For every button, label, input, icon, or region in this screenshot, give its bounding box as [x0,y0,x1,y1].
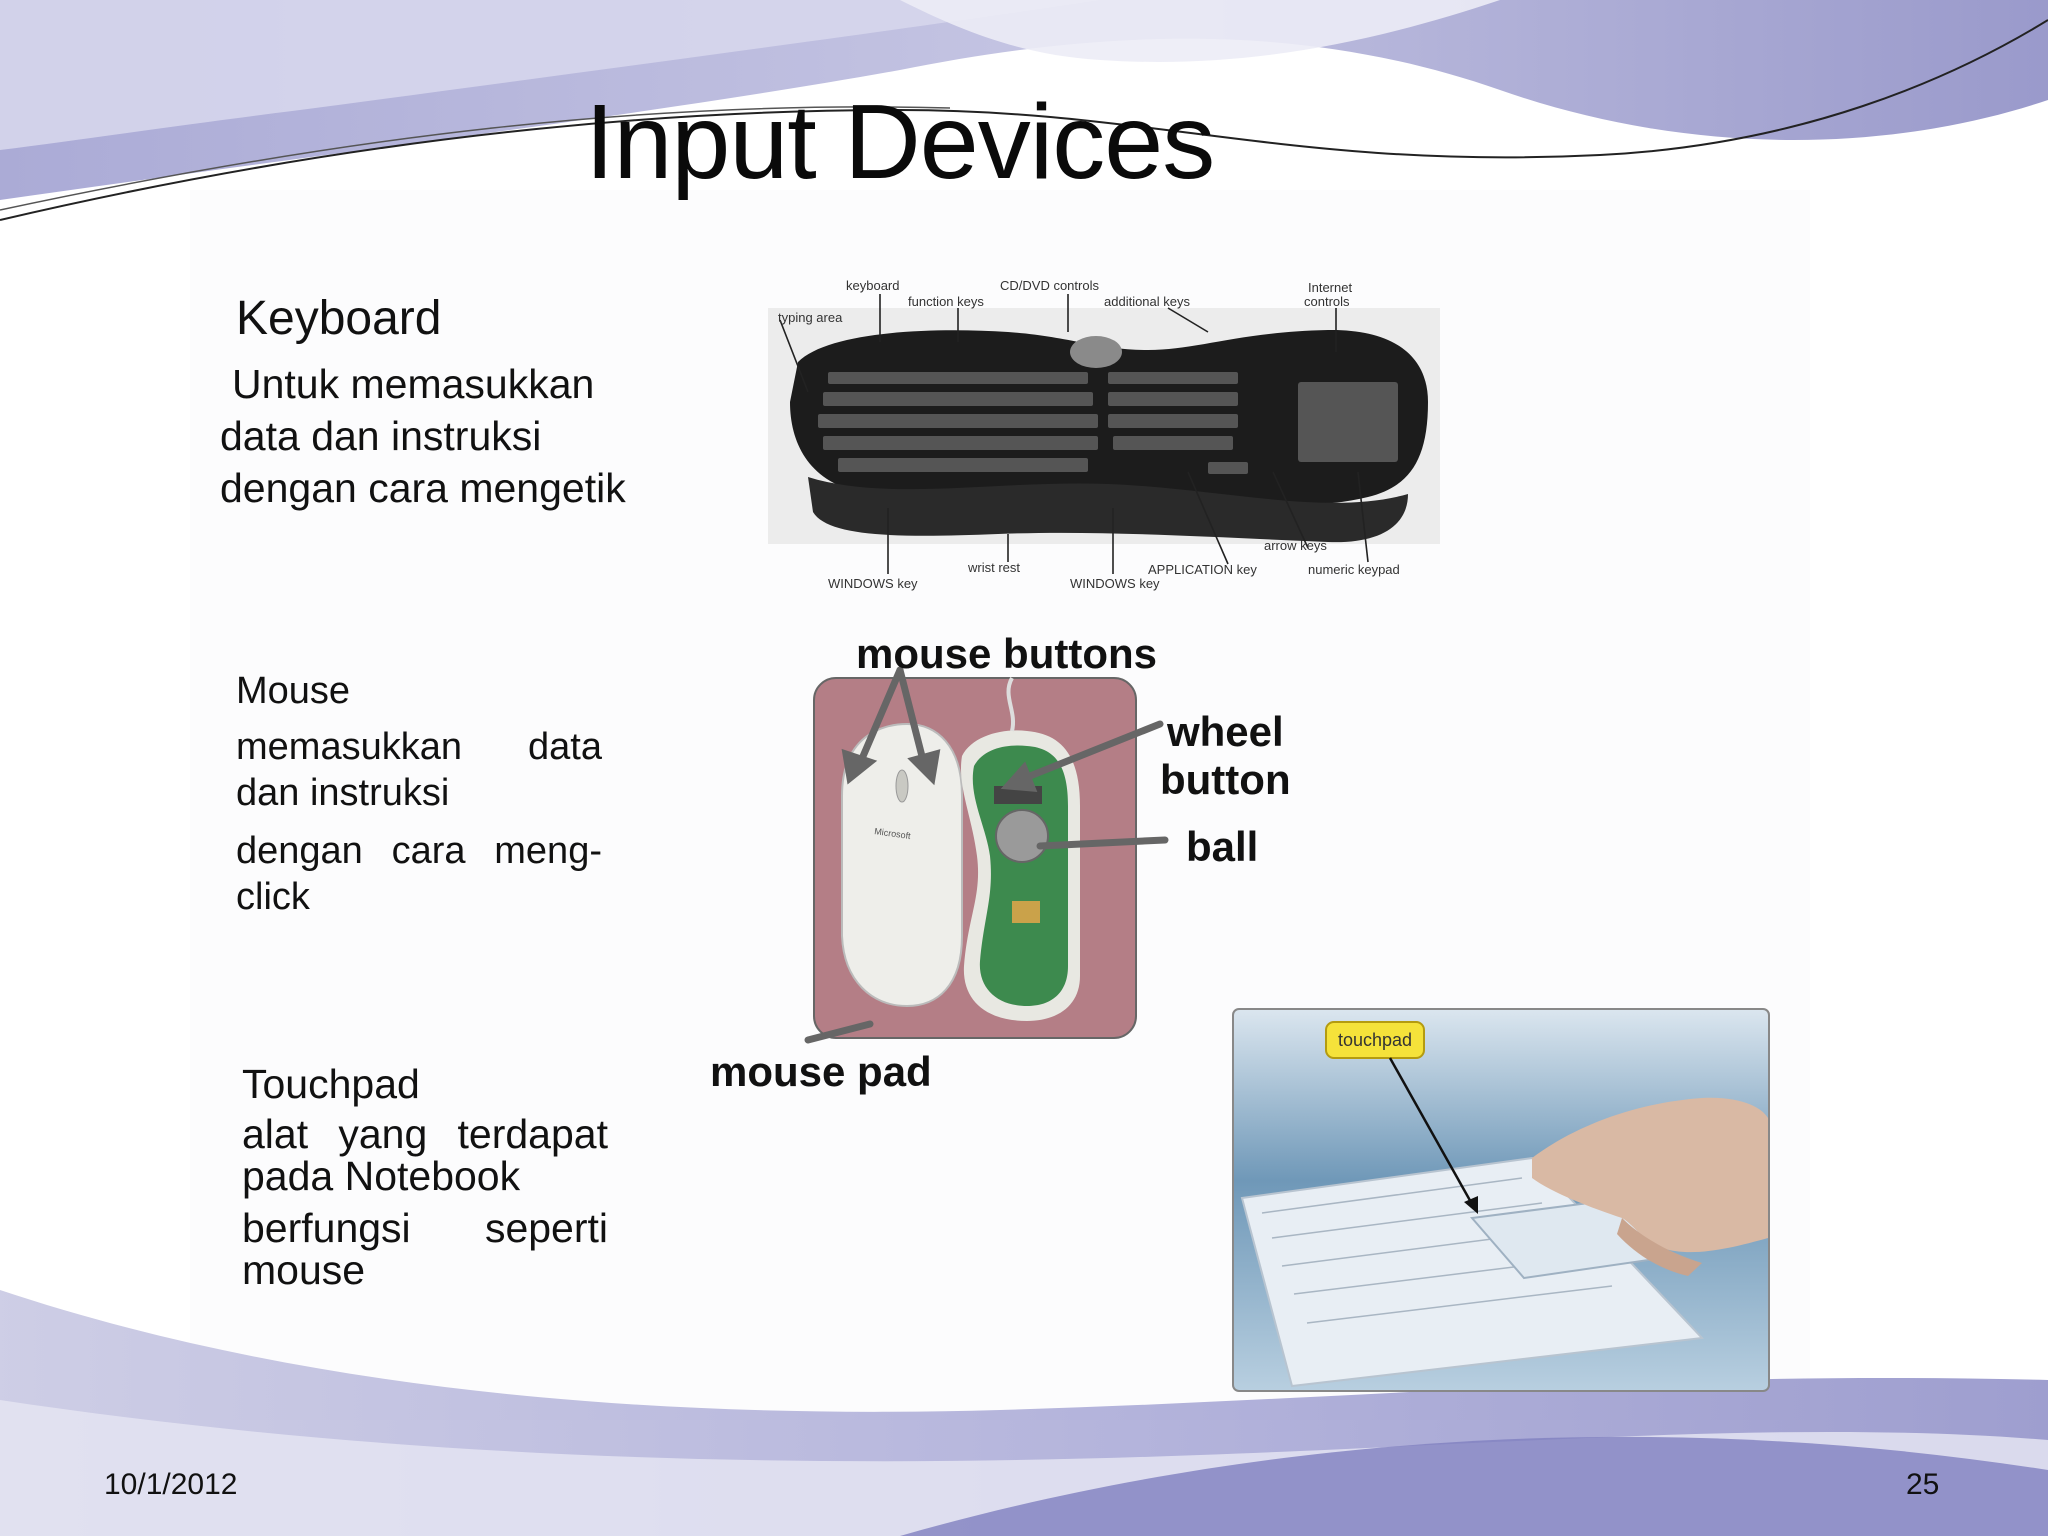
callout-keyboard: keyboard [846,278,899,293]
media-dial [1070,336,1122,368]
top-swoosh-line-2 [0,106,951,211]
mouse-line-3-left: dengan [236,830,363,872]
touchpad-line-1-b: yang [338,1111,428,1157]
mouse-line-3: dengan cara meng- [236,828,602,874]
label-mouse-buttons: mouse buttons [856,630,1157,677]
callout-controls: controls [1304,294,1350,309]
callout-additional-keys: additional keys [1104,294,1190,309]
mouse-line-1-left: memasukkan [236,726,462,768]
callout-numeric-keypad: numeric keypad [1308,562,1400,577]
touchpad-line-4: mouse [242,1247,366,1293]
label-wheel-button: wheel button [1160,708,1291,804]
touchpad-line-1-a: alat [242,1111,309,1157]
mouse-heading: Mouse [236,670,351,712]
keyboard-image: keyboard function keys CD/DVD controls a… [768,278,1440,591]
mouse-line-1: memasukkan data [236,724,602,770]
mouse-line-1-right: data [528,726,602,768]
mouse-line-3-right: meng- [494,830,602,872]
callout-arrow-keys: arrow keys [1264,538,1327,553]
keyboard-line-3: dengan cara mengetik [220,465,626,511]
callout-internet: Internet [1308,280,1352,295]
label-button: button [1160,756,1291,803]
touchpad-description: Touchpad alat yang terdapat pada Noteboo… [242,1063,608,1291]
callout-wrist-rest: wrist rest [967,560,1020,575]
label-mouse-pad: mouse pad [710,1048,932,1095]
top-wave-highlight [900,0,1500,62]
touchpad-line-2: pada Notebook [242,1153,521,1199]
touchpad-callout-arrowhead [1464,1196,1478,1214]
touchpad-callout-label: touchpad [1338,1030,1412,1050]
callout-function-keys: function keys [908,294,984,309]
slide-date: 10/1/2012 [104,1468,238,1501]
finger [1617,1218,1702,1276]
label-ball: ball [1186,823,1259,870]
touchpad-line-1-c: terdapat [457,1111,608,1157]
mouse-ball [995,809,1049,863]
keyboard-line-2: data dan instruksi [220,413,542,459]
callout-windows-key: WINDOWS key [828,576,918,591]
callout-cd-dvd: CD/DVD controls [1000,278,1099,293]
callout-application-key: APPLICATION key [1148,562,1257,577]
touchpad-line-3-b: seperti [484,1205,608,1251]
mouse-line-2: dan instruksi [236,772,450,814]
keyboard-heading: Keyboard [236,292,442,345]
touchpad-line-1: alat yang terdapat [242,1113,608,1155]
bottom-wave-dark [900,1436,2048,1536]
mouse-line-4: click [236,876,310,918]
top-wave-light [0,0,1100,150]
mouse-scroll-wheel [895,769,909,803]
touchpad-line-3-a: berfungsi [242,1205,411,1251]
top-swoosh-line [0,19,2048,221]
label-wheel: wheel [1166,708,1284,755]
keyboard-callout-lines [779,294,1369,574]
touchpad-heading: Touchpad [242,1061,420,1107]
hand-shape [1532,1097,1768,1253]
callout-windows-key-2: WINDOWS key [1070,576,1160,591]
keyboard-description: Untuk memasukkan data dan instruksi deng… [220,358,660,514]
mouse-pcb [972,745,1068,1006]
slide-title: Input Devices [585,83,1215,201]
mouse-arrows [804,666,1169,1044]
slide-page-number: 25 [1906,1468,1940,1501]
wrist-rest [808,477,1408,543]
mouse-line-3-mid: cara [391,830,466,872]
mouse-chip [1012,901,1040,923]
touchpad-image: touchpad [1232,1008,1770,1392]
mouse-shell [841,722,963,1008]
mouse-description: memasukkan data dan instruksi dengan car… [236,724,602,920]
touchpad-callout-box [1325,1021,1425,1059]
keyboard-line-1: Untuk memasukkan [232,361,595,407]
touchpad-callout-line [1388,1057,1474,1205]
mouse-image: Microsoft [813,677,1137,1039]
mouse-cable [1006,677,1016,732]
touchpad-line-3: berfungsi seperti [242,1207,608,1249]
callout-typing-area: typing area [778,310,843,325]
key-grid [818,372,1398,474]
